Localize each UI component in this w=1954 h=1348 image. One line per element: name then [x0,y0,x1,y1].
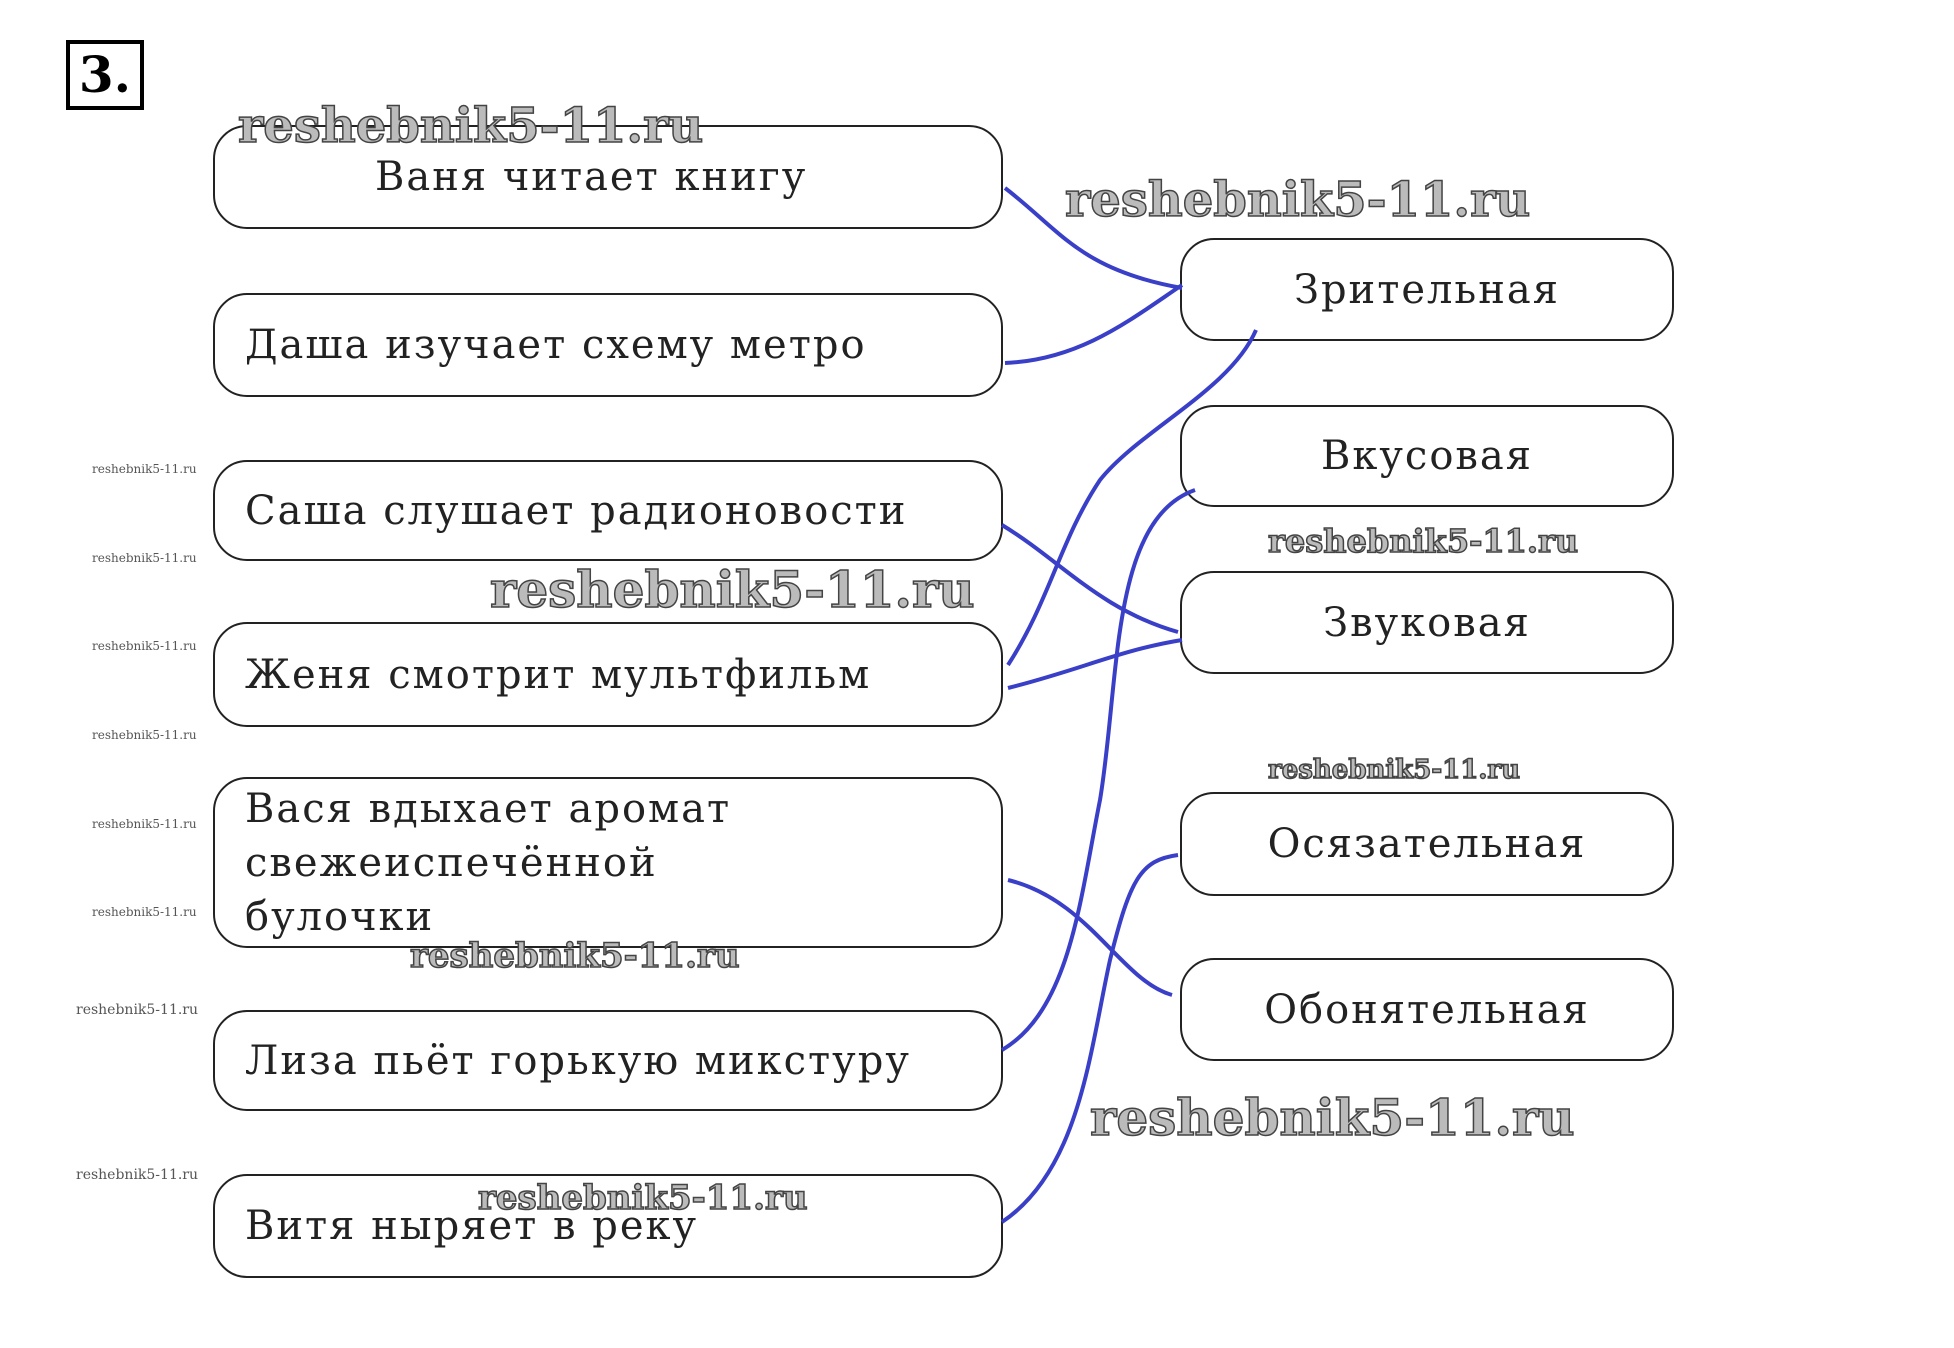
situation-label: Женя смотрит мультфильм [245,651,872,698]
task-number: 3. [66,40,144,110]
watermark: reshebnik5-11.ru [92,639,197,653]
sense-box-visual[interactable]: Зрительная [1180,238,1674,341]
watermark: reshebnik5-11.ru [76,1167,199,1183]
watermark: reshebnik5-11.ru [92,728,197,742]
situation-box-3[interactable]: Саша слушает радионовости [213,460,1003,561]
situation-box-1[interactable]: Ваня читает книгу [213,125,1003,229]
situation-label: Витя ныряет в реку [245,1203,699,1249]
situation-box-5[interactable]: Вася вдыхает аромат свежеиспечённой було… [213,777,1003,948]
line-sasha-sound [1000,523,1179,634]
line-vasya-smell [1007,878,1173,997]
watermark: reshebnik5-11.ru [237,97,704,155]
watermark: reshebnik5-11.ru [92,817,197,831]
situation-box-7[interactable]: Витя ныряет в реку [213,1174,1003,1278]
situation-label: Лиза пьёт горькую микстуру [245,1037,911,1084]
watermark: reshebnik5-11.ru [92,905,197,919]
situation-label: Ваня читает книгу [375,154,808,200]
line-dasha-visual [1004,283,1184,365]
sense-box-smell[interactable]: Обонятельная [1180,958,1674,1061]
sense-label: Вкусовая [1320,433,1533,479]
sense-box-taste[interactable]: Вкусовая [1180,405,1674,507]
watermark: reshebnik5-11.ru [1089,1087,1575,1148]
sense-label: Зрительная [1294,266,1560,313]
situation-label: Даша изучает схему метро [245,322,867,368]
sense-box-sound[interactable]: Звуковая [1180,571,1674,674]
watermark: reshebnik5-11.ru [489,559,975,620]
sense-label: Звуковая [1323,599,1531,646]
watermark: reshebnik5-11.ru [92,462,197,476]
sense-label: Обонятельная [1264,986,1590,1033]
watermark: reshebnik5-11.ru [1267,754,1521,786]
situation-label: Саша слушает радионовости [245,487,908,534]
situation-label: Вася вдыхает аромат свежеиспечённой було… [245,785,732,940]
situation-box-6[interactable]: Лиза пьёт горькую микстуру [213,1010,1003,1111]
line-zhenya-visual [1006,329,1258,667]
sense-label: Осязательная [1267,821,1587,867]
watermark: reshebnik5-11.ru [1064,171,1531,229]
line-liza-taste [1000,488,1196,1052]
line-vitya-touch [1000,853,1179,1224]
line-zhenya-sound [1007,638,1183,690]
watermark: reshebnik5-11.ru [1267,521,1579,561]
watermark: reshebnik5-11.ru [477,1177,808,1219]
watermark: reshebnik5-11.ru [409,935,740,977]
sense-box-touch[interactable]: Осязательная [1180,792,1674,896]
watermark: reshebnik5-11.ru [92,551,197,565]
line-vanya-visual [1003,186,1183,290]
situation-box-4[interactable]: Женя смотрит мультфильм [213,622,1003,727]
watermark: reshebnik5-11.ru [76,1002,199,1018]
situation-box-2[interactable]: Даша изучает схему метро [213,293,1003,397]
